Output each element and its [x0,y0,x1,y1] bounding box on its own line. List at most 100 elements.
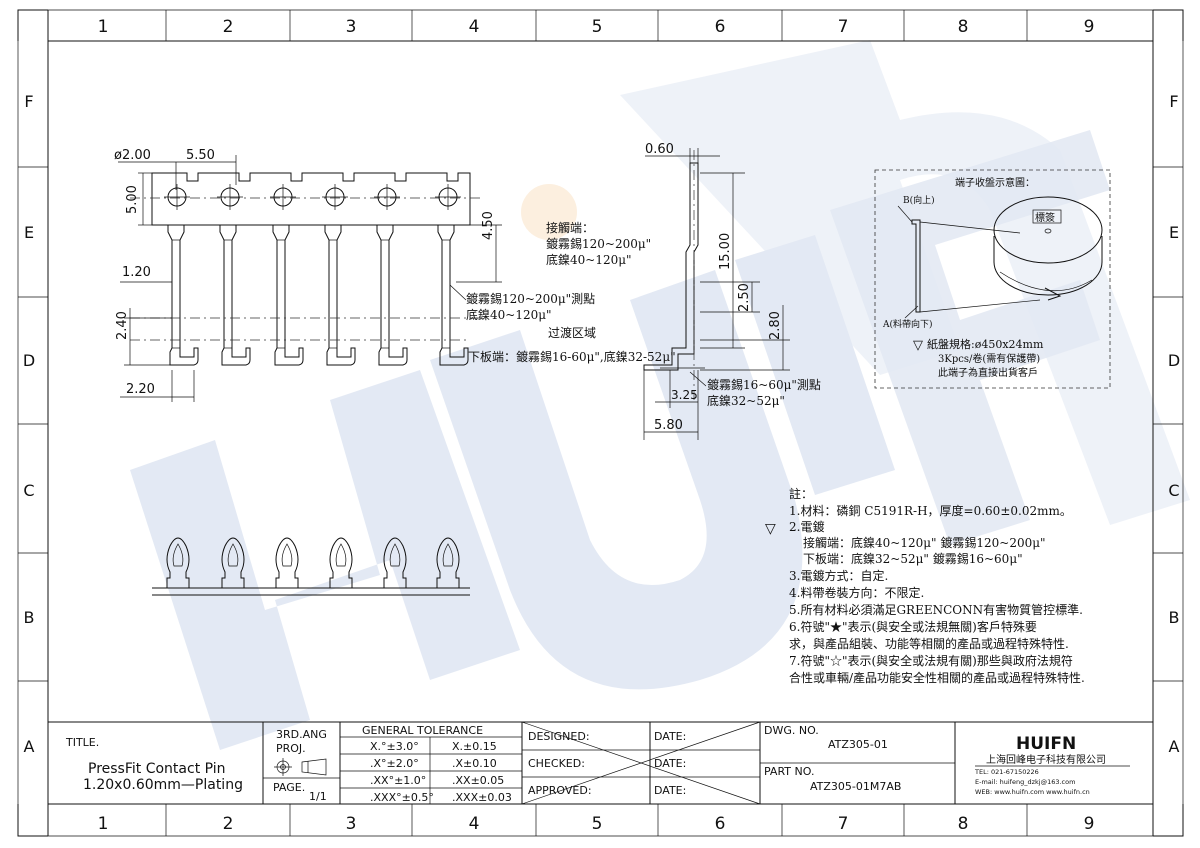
row-label-right: C [1168,481,1179,500]
contact-pin [324,225,356,366]
date-label-3: DATE: [654,784,686,797]
dim-pin-width: 1.20 [122,265,151,280]
side-dimensions: 0.60 15.00 2.50 2.80 3.25 5.80 鍍霧錫16~60μ… [643,142,821,440]
title-line2: 1.20x0.60mm—Plating [83,777,243,793]
part-label: PART NO. [764,765,814,778]
note-6b: 求，與產品組裝、功能等相關的產品或過程特殊特性. [789,636,1069,651]
contact-pin [272,225,304,366]
dim-240: 2.40 [115,311,130,340]
row-label-left: F [24,92,33,111]
title-label: TITLE. [65,736,99,749]
col-label-bottom: 1 [98,814,109,834]
reel-title: 端子收盤示意圖： [955,176,1035,189]
col-label-top: 7 [838,17,849,37]
company-name: 上海回峰电子科技有限公司 [986,753,1106,766]
contact-line2: 底鎳40~120μ" [546,252,632,267]
date-label-2: DATE: [654,757,686,770]
dwg-value: ATZ305-01 [828,738,888,751]
projection-symbol-icon [274,758,327,776]
contact-pin [376,225,408,366]
mid-line2: 底鎳40~120μ" [466,307,552,322]
side-note-1: 鍍霧錫16~60μ"測點 [707,377,821,392]
reel-label-b: B(向上) [903,194,935,206]
tolerance-linear: .X±0.10 [452,757,497,770]
watermark [130,40,1190,750]
top-view [152,537,470,596]
col-label-bottom: 6 [715,814,726,834]
front-dimensions: ø2.00 5.50 5.00 1.20 2.40 2.20 4.50 [114,148,502,402]
col-label-bottom: 4 [469,814,480,834]
top-view-pin [166,537,190,589]
row-label-left: D [23,351,35,370]
front-view [130,172,480,366]
tolerance-linear: .XXX±0.03 [452,791,512,804]
dim-250: 2.50 [737,283,752,312]
row-label-right: B [1169,608,1180,627]
row-label-left: C [23,481,34,500]
row-label-right: E [1169,223,1179,242]
row-label-left: E [24,223,34,242]
title-block: TITLE. PressFit Contact Pin 1.20x0.60mm—… [47,721,1154,805]
reel-diagram: 端子收盤示意圖： B(向上) 標簽 A(料帶向下) ▽ 紙盤規格:ø450x24… [874,169,1111,389]
col-label-bottom: 9 [1084,814,1095,834]
col-label-bottom: 2 [223,814,234,834]
dim-carrier-height: 5.00 [125,185,140,214]
title-line1: PressFit Contact Pin [88,761,226,777]
proj-line2: PROJ. [276,742,306,755]
note-2a: 接觸端：底鎳40~120μ" 鍍霧錫120~200μ" [803,535,1046,550]
tolerance-angle: .X°±2.0° [370,757,419,770]
col-label-bottom: 5 [592,814,603,834]
note-4: 4.料帶卷裝方向：不限定. [789,585,924,600]
top-view-pin [383,537,407,589]
tolerance-linear: X.±0.15 [452,740,497,753]
note-1: 1.材料：磷銅 C5191R-H，厚度=0.60±0.02mm。 [789,503,1072,518]
date-label-1: DATE: [654,730,686,743]
col-label-top: 9 [1084,17,1095,37]
dim-pitch: 5.50 [186,148,215,163]
note-2-sym: ▽ [765,521,776,537]
reel-label-a: A(料帶向下) [882,318,933,330]
mid-line1: 鍍霧錫120~200μ"測點 [466,291,595,306]
tolerance-angle: .XX°±1.0° [370,774,426,787]
top-view-pin [221,537,245,589]
reel-label-box: 標簽 [1035,211,1055,224]
side-note-2: 底鎳32~52μ" [707,393,785,408]
col-label-bottom: 8 [958,814,969,834]
tolerance-header: GENERAL TOLERANCE [362,724,483,737]
dim-280: 2.80 [768,311,783,340]
dwg-label: DWG. NO. [764,724,819,737]
col-label-bottom: 7 [838,814,849,834]
contact-title: 接觸端： [546,220,594,235]
col-label-bottom: 3 [346,814,357,834]
dim-hole-dia: ø2.00 [114,148,151,163]
col-label-top: 8 [958,17,969,37]
dim-450: 4.50 [481,211,496,240]
page-label: PAGE. [273,781,305,794]
contact-pin [167,225,199,366]
top-view-pin [436,537,460,589]
company-tel: TEL: 021-67150226 [974,768,1039,776]
page-value: 1/1 [309,790,327,803]
col-label-top: 4 [469,17,480,37]
col-label-top: 6 [715,17,726,37]
company-web: WEB: www.huifn.com www.huifn.cn [975,788,1090,796]
part-value: ATZ305-01M7AB [810,780,901,793]
row-label-right: F [1169,92,1178,111]
top-view-pin [329,537,353,589]
contact-line1: 鍍霧錫120~200μ" [546,236,651,251]
notes-heading: 註： [789,487,813,501]
sheet-border [17,9,1184,837]
reel-spec-2: 3Kpcs/卷(需有保護帶) [938,352,1040,365]
dim-1500: 15.00 [718,233,733,270]
reel-spec-3: 此端子為直接出貨客戶 [938,366,1038,379]
note-7a: 7.符號"☆"表示(與安全或法規有關)那些與政府法規符 [789,653,1073,668]
top-view-pin [275,537,299,589]
col-label-top: 3 [346,17,357,37]
row-label-left: B [24,608,35,627]
reel-spec-1: 紙盤規格:ø450x24mm [927,337,1044,351]
col-label-top: 1 [98,17,109,37]
board-end-label: 下板端：鍍霧錫16-60μ",底鎳32-52μ" [468,349,676,364]
tolerance-linear: .XX±0.05 [452,774,504,787]
designed-label: DESIGNED: [528,730,590,743]
col-label-top: 2 [223,17,234,37]
